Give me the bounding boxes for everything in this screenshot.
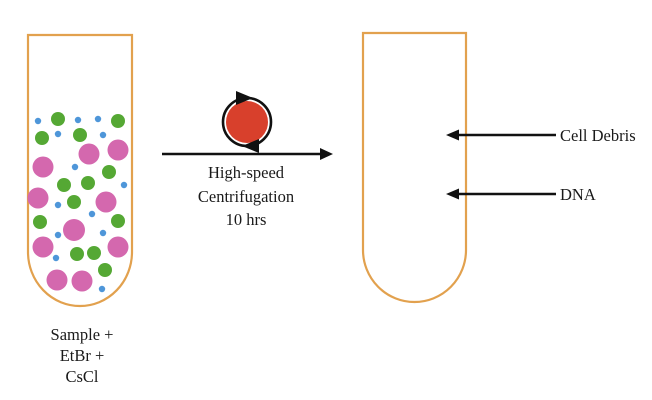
blue-particle: [94, 115, 102, 123]
blue-particle: [71, 163, 79, 171]
green-particle: [35, 131, 49, 145]
process-line-2: Centrifugation: [198, 187, 294, 206]
pink-particle: [71, 270, 93, 292]
caption-line-3: CsCl: [65, 367, 98, 386]
blue-particle: [54, 201, 62, 209]
blue-particle: [54, 130, 62, 138]
blue-particle: [52, 254, 60, 262]
blue-particle: [74, 116, 82, 124]
pink-particle: [95, 191, 117, 213]
green-particle: [57, 178, 71, 192]
blue-particle: [98, 285, 106, 293]
process-line-1: High-speed: [208, 163, 285, 182]
blue-particle: [99, 229, 107, 237]
blue-particle: [34, 117, 42, 125]
left-tube-caption: Sample + EtBr + CsCl: [51, 325, 114, 386]
blue-particle: [54, 231, 62, 239]
pink-particle: [107, 139, 129, 161]
green-particle: [73, 128, 87, 142]
pink-particle: [63, 219, 85, 241]
right-test-tube: [361, 31, 468, 304]
sample-dots: [27, 112, 129, 293]
dna-label: DNA: [560, 185, 596, 204]
pink-particle: [107, 236, 129, 258]
pink-particle: [32, 236, 54, 258]
rotor-icon: [221, 91, 273, 153]
cell-debris-annotation: Cell Debris: [446, 126, 636, 145]
pink-particle: [27, 187, 49, 209]
green-particle: [87, 246, 101, 260]
blue-particle: [88, 210, 96, 218]
pink-particle: [32, 156, 54, 178]
process-arrowhead: [320, 148, 333, 160]
dna-arrowhead: [446, 188, 459, 200]
green-particle: [111, 214, 125, 228]
green-particle: [51, 112, 65, 126]
left-test-tube: [26, 33, 134, 308]
green-particle: [67, 195, 81, 209]
green-particle: [111, 114, 125, 128]
green-particle: [98, 263, 112, 277]
cell-debris-label: Cell Debris: [560, 126, 636, 145]
pink-particle: [78, 143, 100, 165]
blue-particle: [120, 181, 128, 189]
pink-particle: [46, 269, 68, 291]
rotor-disc: [226, 101, 268, 143]
blue-particle: [99, 131, 107, 139]
green-particle: [33, 215, 47, 229]
dna-annotation: DNA: [446, 185, 596, 204]
process-line-3: 10 hrs: [226, 210, 267, 229]
rotor-arrowhead-bottom: [242, 139, 259, 153]
process-arrow: [162, 148, 333, 160]
green-particle: [81, 176, 95, 190]
process-caption: High-speed Centrifugation 10 hrs: [198, 163, 294, 229]
green-particle: [70, 247, 84, 261]
rotor-arrowhead-top: [236, 91, 253, 105]
green-particle: [102, 165, 116, 179]
caption-line-2: EtBr +: [60, 346, 105, 365]
cell-debris-arrowhead: [446, 129, 459, 141]
caption-line-1: Sample +: [51, 325, 114, 344]
